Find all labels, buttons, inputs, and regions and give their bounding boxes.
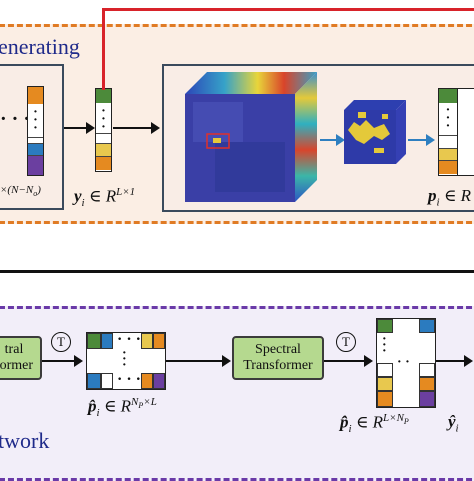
generating-title: enerating: [0, 34, 80, 59]
red-feedback-horizontal: [102, 8, 474, 11]
phat2-equation: p̂̂i ∈ RL×NP: [340, 412, 409, 436]
small-cube-icon: [344, 100, 406, 164]
transformer-1-line2: former: [0, 358, 34, 373]
p-vector-right-column: [458, 88, 474, 176]
red-feedback-from-y: [102, 10, 105, 90]
arrow-shaft-4: [166, 360, 224, 362]
arrow-right-icon: [364, 355, 373, 367]
y-equation: yi ∈ RL×1: [74, 186, 136, 210]
yhat-equation: ŷi: [448, 412, 459, 435]
input-label: ×(N−No): [0, 184, 41, 199]
arrow-right-icon: [74, 355, 83, 367]
arrow-right-icon: [464, 355, 473, 367]
arrow-shaft-3: [42, 360, 76, 362]
circled-t-icon: T: [336, 332, 356, 352]
connector-horizontal: [0, 270, 474, 273]
arrow-right-icon: [222, 355, 231, 367]
arrow-right-icon: [151, 122, 160, 134]
input-dots-horizontal: · · ·: [0, 108, 31, 130]
arrow-right-icon: [336, 134, 345, 146]
blue-arrow-shaft-2: [408, 139, 428, 141]
arrow-shaft-5: [324, 360, 366, 362]
phat-matrix: · · · ··· · · ·: [86, 331, 166, 390]
p-equation: pi ∈ R: [428, 186, 472, 209]
phat2-matrix: ··· · ·: [376, 318, 436, 408]
arrow-shaft-6: [436, 360, 466, 362]
arrow-right-icon: [426, 134, 435, 146]
phat-equation: p̂i ∈ RNP×L: [88, 396, 157, 420]
blue-arrow-shaft-1: [320, 139, 338, 141]
circled-t-icon: T: [51, 332, 71, 352]
y-vector: ···: [95, 88, 112, 172]
arrow-shaft-1: [64, 127, 88, 129]
hyperspectral-cube-icon: [185, 72, 317, 202]
spectral-transformer-1: tralformer: [0, 336, 42, 380]
p-vector: ···: [438, 88, 458, 176]
arrow-shaft-2: [113, 127, 153, 129]
transformer-2-line1: Spectral: [255, 342, 301, 357]
input-vector: ···: [27, 86, 44, 176]
transformer-2-line2: Transformer: [243, 358, 313, 373]
transformer-1-line1: tral: [4, 342, 24, 357]
network-title: twork: [0, 428, 50, 453]
arrow-right-icon: [86, 122, 95, 134]
